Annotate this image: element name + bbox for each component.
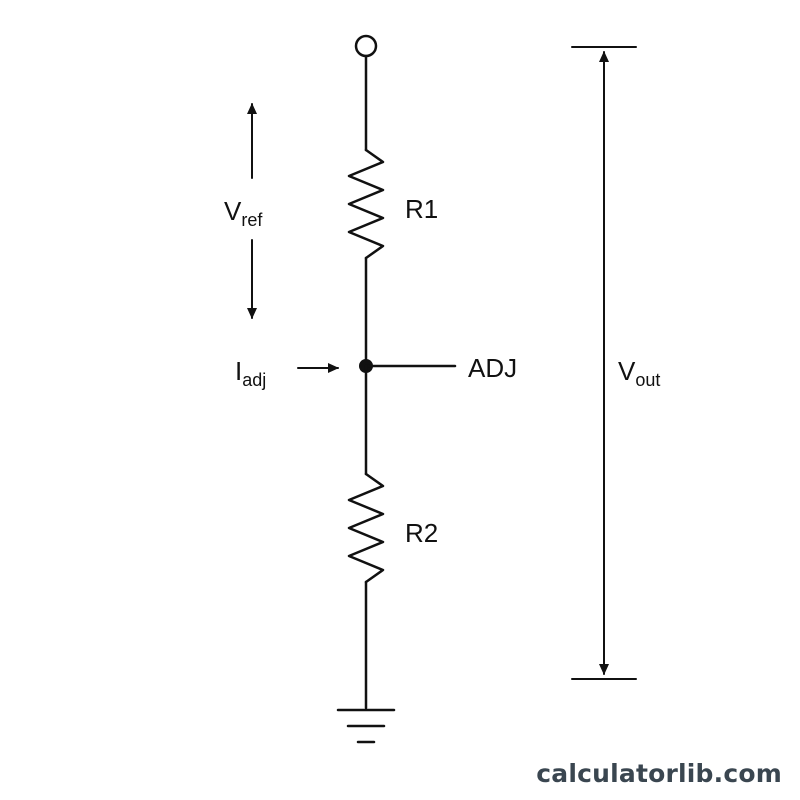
r2-label: R2 <box>405 518 438 548</box>
iadj-label-main: I <box>235 356 242 386</box>
watermark-text: calculatorlib.com <box>536 759 782 788</box>
ground-symbol <box>336 708 396 744</box>
r1-label: R1 <box>405 194 438 224</box>
vref-label-main: V <box>224 196 242 226</box>
adj-label: ADJ <box>468 353 517 383</box>
vref-label-sub: ref <box>241 210 263 230</box>
vout-label-main: V <box>618 356 636 386</box>
iadj-label-sub: adj <box>242 370 266 390</box>
resistor-r1 <box>347 148 385 260</box>
iadj-label: Iadj <box>235 356 266 390</box>
vref-label: Vref <box>224 196 263 230</box>
resistor-r2 <box>347 472 385 584</box>
vout-label-sub: out <box>635 370 660 390</box>
vout-label: Vout <box>618 356 660 390</box>
input-terminal <box>354 34 378 58</box>
